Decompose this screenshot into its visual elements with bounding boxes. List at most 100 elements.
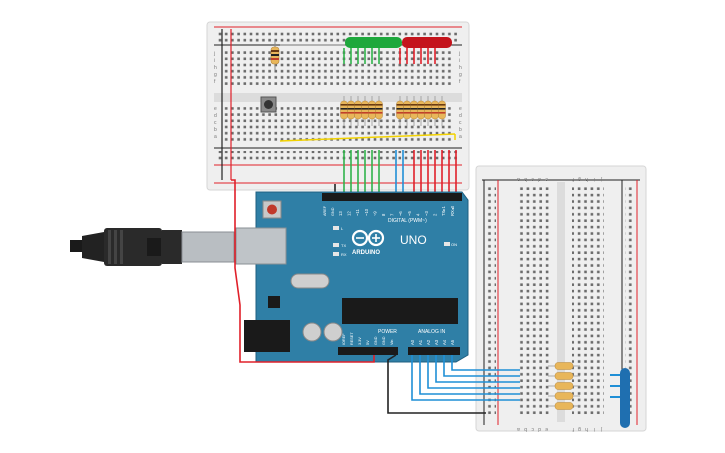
digital-pin-label: ~3 [424,211,429,216]
resistor-band [410,108,418,110]
aref-label: AREF [323,205,327,216]
row-letter-left: c [214,120,217,126]
digital-pin-label: 4 [415,213,420,216]
row-letter-left: f [214,79,216,85]
resistor [396,100,404,120]
col-letter-top: e [545,176,548,182]
col-letter-bottom: i [594,426,595,432]
resistor-band [354,108,362,110]
col-letter-top: d [538,176,541,182]
digital-pin-label: ~10 [364,208,369,216]
analog-pin-label: A1 [418,339,423,345]
resistor-band [340,112,348,114]
resistor [431,100,439,120]
power-pin-label: GND [374,336,378,345]
resistor [361,100,369,120]
analog-label: ANALOG IN [418,329,446,335]
rx-label: RX [341,252,347,257]
resistor-band [410,112,418,114]
digital-pin-label: TX▸1 [441,206,446,216]
digital-pin-label: ~9 [372,211,377,216]
col-letter-top: a [517,176,520,182]
led-bar-red [399,37,452,64]
row-letter-right: i [459,58,460,64]
digital-pin-label: 8 [381,213,386,216]
resistor-band [417,108,425,110]
row-letter-right: c [459,120,462,126]
row-letter-right: e [459,106,462,112]
col-letter-top: b [524,176,527,182]
col-letter-top: j [601,176,603,182]
row-letter-right: g [459,72,462,78]
resistor-band [340,104,348,106]
resistor [417,100,425,120]
resistor-band [403,112,411,114]
power-jack[interactable] [244,320,290,352]
row-letter-left: e [214,106,217,112]
resistor [368,100,376,120]
reset-button[interactable] [262,200,282,219]
resistor [410,100,418,120]
col-letter-bottom: d [538,426,541,432]
digital-pin-label: 13 [338,211,343,216]
resistor [554,402,574,410]
usb-port[interactable] [235,227,287,265]
resistor [554,372,574,380]
resistor-band [431,112,439,114]
analog-pin-label: A4 [442,339,447,345]
power-pin-label: Vin [390,340,394,345]
resistor-band [410,104,418,106]
resistor-band [403,104,411,106]
row-letter-left: j [213,51,215,57]
resistor-band [375,104,383,106]
power-pin-label: 5V [366,340,370,345]
digital-pin-label: RX◂0 [450,205,455,216]
l-label: L [341,226,344,231]
col-letter-top: h [585,176,588,182]
usb-cable [70,228,235,266]
col-letter-bottom: b [524,426,527,432]
row-letter-left: i [214,58,215,64]
tx-label: TX [341,243,346,248]
resistor [554,392,574,400]
resistor-band [424,108,432,110]
resistor-band [396,108,404,110]
row-letter-left: b [214,127,217,133]
resistor [375,100,383,120]
resistor-band [368,104,376,106]
brand-label: ARDUINO [352,250,380,256]
col-letter-top: f [572,176,574,182]
digital-pin-label: ~5 [407,211,412,216]
row-letter-left: g [214,72,217,78]
col-letter-bottom: g [578,426,581,432]
resistor-band [354,112,362,114]
arduino-logo [351,229,385,247]
resistor-band [375,112,383,114]
resistor-band [417,112,425,114]
resistor [438,100,446,120]
resistor-band [347,108,355,110]
resistor-band [347,104,355,106]
row-letter-right: a [459,134,462,140]
col-letter-top: g [578,176,581,182]
led-bar-green [343,37,402,64]
resistor-band [361,104,369,106]
resistor [554,382,574,390]
resistor-array [340,96,446,126]
jumper-wire-yellow [279,133,456,142]
col-letter-bottom: j [601,426,603,432]
row-letter-left: a [214,134,217,140]
resistor-band [368,112,376,114]
push-button[interactable] [260,96,277,113]
model-label: UNO [400,233,427,247]
potentiometer[interactable] [610,368,630,428]
digital-pin-label: ~6 [398,211,403,216]
col-letter-bottom: a [517,426,520,432]
resistor-band [431,108,439,110]
